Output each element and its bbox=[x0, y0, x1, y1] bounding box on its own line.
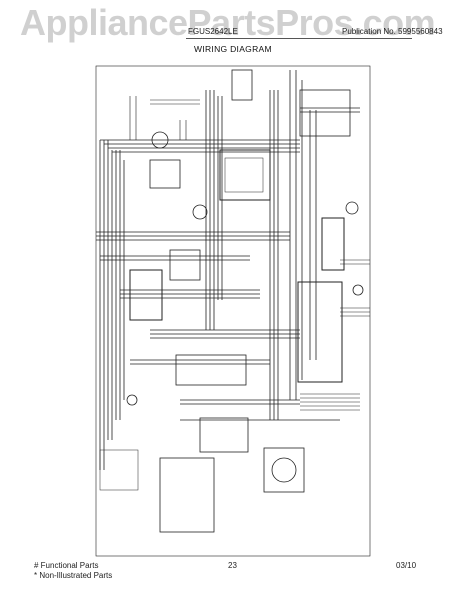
power-board bbox=[297, 281, 343, 383]
top-connector-2 bbox=[231, 69, 253, 101]
motor-symbol bbox=[151, 131, 169, 149]
fan-symbol bbox=[192, 204, 208, 220]
diagram-title: WIRING DIAGRAM bbox=[194, 44, 272, 54]
vertical-harness bbox=[99, 70, 317, 470]
page-number: 23 bbox=[228, 561, 237, 570]
valve-symbol bbox=[352, 284, 364, 296]
thermistor-box bbox=[199, 417, 249, 453]
non-illustrated-parts-note: * Non-Illustrated Parts bbox=[34, 571, 113, 580]
fan-motor-box bbox=[149, 159, 181, 189]
compressor-box bbox=[263, 447, 305, 493]
header-rule bbox=[186, 38, 412, 39]
notes-box bbox=[99, 449, 139, 491]
terminal-marks bbox=[129, 96, 370, 411]
connector-block-left bbox=[129, 269, 163, 321]
relay-block bbox=[224, 157, 264, 193]
horizontal-harness bbox=[96, 107, 360, 421]
defrost-control bbox=[159, 457, 215, 533]
connector-block-mid bbox=[169, 249, 201, 281]
watermark-logo: AppliancePartsPros.com bbox=[20, 2, 436, 43]
top-connector bbox=[299, 89, 351, 137]
heater-symbol bbox=[345, 201, 359, 215]
display-module bbox=[321, 217, 345, 271]
ice-maker-module bbox=[175, 354, 247, 386]
functional-parts-note: # Functional Parts bbox=[34, 561, 99, 570]
schematic-frame bbox=[95, 65, 371, 557]
main-control-board bbox=[219, 149, 271, 201]
switch-symbol bbox=[126, 394, 138, 406]
revision-date: 03/10 bbox=[396, 561, 417, 570]
model-line: FGUS2642LE bbox=[188, 27, 238, 36]
compressor-symbol bbox=[271, 457, 297, 483]
publication-number: Publication No. 5995560843 bbox=[342, 27, 443, 36]
